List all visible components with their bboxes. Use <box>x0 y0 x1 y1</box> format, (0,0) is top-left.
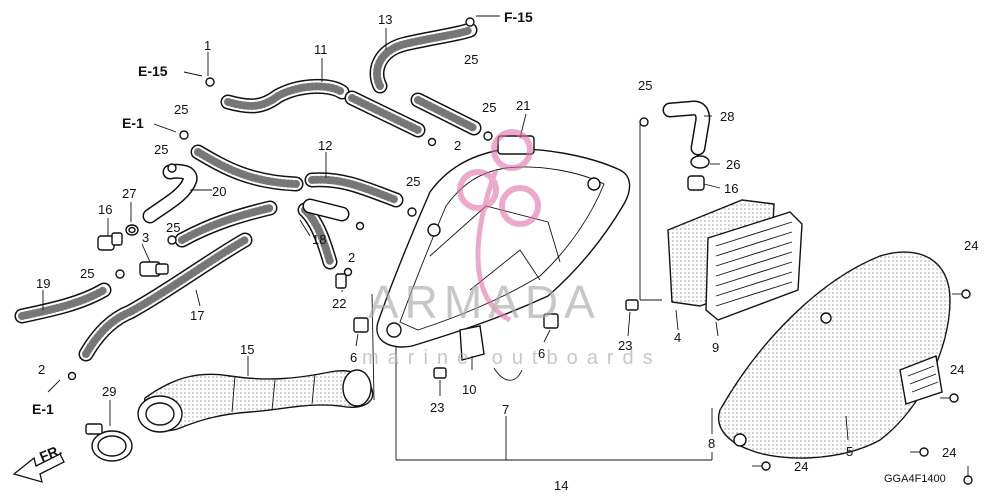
watermark-logo <box>457 129 541 323</box>
bolt-24-group <box>752 289 973 485</box>
callout-28: 28 <box>720 109 734 124</box>
callout-25: 25 <box>464 52 478 67</box>
callout-2: 2 <box>38 362 45 377</box>
callout-6: 6 <box>350 350 357 365</box>
callout-labels: 1 2 2 2 3 4 5 6 6 7 8 9 10 11 12 13 14 1… <box>36 12 978 493</box>
hose-17 <box>78 232 253 362</box>
callout-19: 19 <box>36 276 50 291</box>
callout-3: 3 <box>142 230 149 245</box>
callout-25: 25 <box>154 142 168 157</box>
tube-28 <box>662 100 711 156</box>
callout-20: 20 <box>212 184 226 199</box>
callout-7: 7 <box>502 402 509 417</box>
callout-27: 27 <box>122 186 136 201</box>
callout-14: 14 <box>554 478 568 493</box>
callout-24: 24 <box>964 238 978 253</box>
hose-18 <box>174 198 350 270</box>
clip-22 <box>335 273 347 289</box>
callout-15: 15 <box>240 342 254 357</box>
callout-25: 25 <box>638 78 652 93</box>
callout-24: 24 <box>794 459 808 474</box>
leader-lines <box>42 15 849 461</box>
hose-12 <box>190 144 404 208</box>
figure-code: GGA4F1400 <box>884 473 946 485</box>
callout-25: 25 <box>80 266 94 281</box>
watermark-brand: ARMADA <box>368 276 601 328</box>
ref-e1-top: E-1 <box>122 115 144 131</box>
hose-20 <box>142 163 198 224</box>
callout-9: 9 <box>712 340 719 355</box>
callout-24: 24 <box>950 362 964 377</box>
hose-19 <box>14 282 112 324</box>
clamp-29 <box>85 423 133 462</box>
callout-17: 17 <box>190 308 204 323</box>
callout-1: 1 <box>204 38 211 53</box>
reference-labels: F-15 E-15 E-1 E-1 FR. <box>32 9 533 465</box>
clamp-26 <box>690 155 710 169</box>
callout-16: 16 <box>98 202 112 217</box>
callout-25: 25 <box>482 100 496 115</box>
hose-11 <box>220 78 350 114</box>
callout-2: 2 <box>348 250 355 265</box>
callout-2: 2 <box>454 138 461 153</box>
callout-18: 18 <box>312 232 326 247</box>
callout-24: 24 <box>942 445 956 460</box>
intake-duct-15 <box>137 369 374 433</box>
joint-16-right <box>687 175 705 191</box>
callout-4: 4 <box>674 330 681 345</box>
callout-23: 23 <box>430 400 444 415</box>
front-arrow-icon <box>12 453 65 483</box>
ref-e15: E-15 <box>138 63 168 79</box>
joint-16-left <box>97 232 123 251</box>
clamp-27 <box>125 224 139 236</box>
callout-13: 13 <box>378 12 392 27</box>
hose-13 <box>344 22 482 138</box>
callout-8: 8 <box>708 436 715 451</box>
callout-25: 25 <box>406 174 420 189</box>
callout-10: 10 <box>462 382 476 397</box>
ref-f15: F-15 <box>504 9 533 25</box>
front-label: FR. <box>37 441 64 464</box>
reference-arrows <box>12 15 482 483</box>
watermark-tagline: marine outboards <box>362 347 662 369</box>
callout-21: 21 <box>516 98 530 113</box>
callout-12: 12 <box>318 138 332 153</box>
grommet-6-group <box>353 313 559 333</box>
three-way-joint-3 <box>139 261 169 277</box>
callout-6: 6 <box>538 346 545 361</box>
callout-5: 5 <box>846 444 853 459</box>
clip-7 <box>493 367 523 381</box>
screw-23-group <box>433 299 639 379</box>
callout-26: 26 <box>726 157 740 172</box>
ref-e1-bottom: E-1 <box>32 401 54 417</box>
callout-22: 22 <box>332 296 346 311</box>
callout-29: 29 <box>102 384 116 399</box>
callout-25: 25 <box>174 102 188 117</box>
clip-25-group <box>67 17 649 381</box>
air-cleaner-element-9 <box>705 211 803 321</box>
callout-23: 23 <box>618 338 632 353</box>
callout-25: 25 <box>166 220 180 235</box>
callout-16: 16 <box>724 181 738 196</box>
air-cleaner-cover-5 <box>717 251 951 459</box>
seal-10 <box>459 325 485 361</box>
callout-11: 11 <box>314 42 328 57</box>
watermark: ARMADA marine outboards <box>362 129 662 369</box>
